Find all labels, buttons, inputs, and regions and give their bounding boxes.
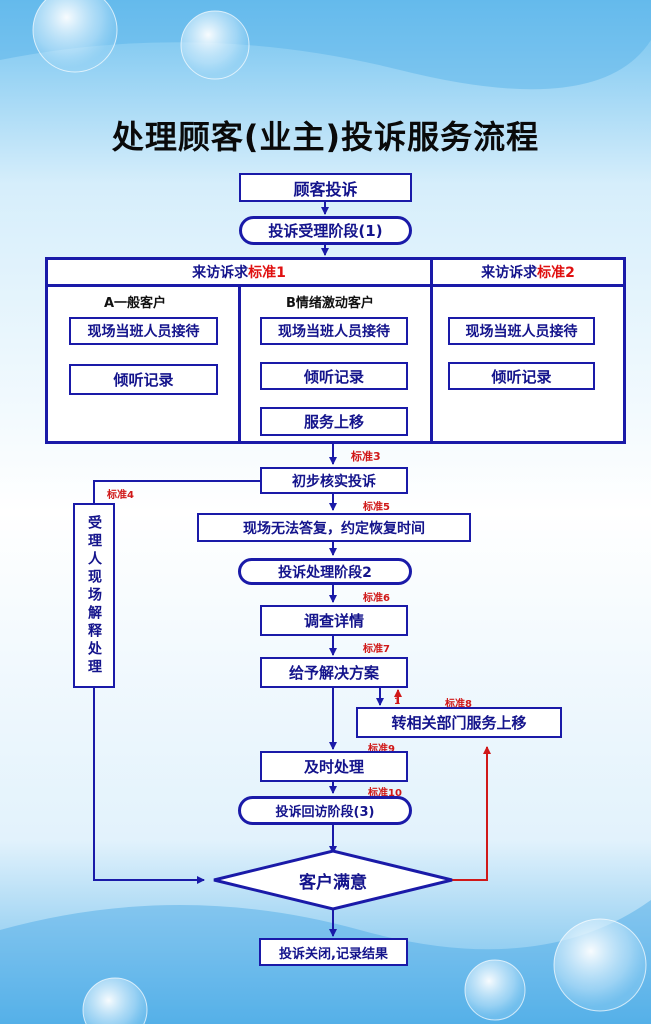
timely-handling: 及时处理 [260,751,408,782]
col-b-title: B情绪激动客户 [286,296,374,311]
onsite-handling: 受理人现场解释处理 [73,503,115,688]
header-left-text: 来访诉求 [192,265,249,281]
stage1-pill: 投诉受理阶段(1) [239,216,412,245]
page-title: 处理顾客(业主)投诉服务流程 [111,118,540,156]
header-right-text: 来访诉求 [481,265,538,281]
label-std6: 标准6 [363,593,390,604]
label-std8: 标准8 [445,699,472,710]
label-std5: 标准5 [363,502,390,513]
header-right: 来访诉求标准2 [433,260,623,284]
table-divider-v1 [430,257,433,444]
label-one: 1 [394,697,401,707]
cannot-answer-box: 现场无法答复，约定恢复时间 [197,513,471,542]
table-divider-v2 [238,286,241,444]
label-std10: 标准10 [368,788,402,799]
customer-satisfied-label: 客户满意 [299,872,367,893]
satisfaction-decision [213,849,453,911]
escalate-b: 服务上移 [260,407,408,436]
label-std3: 标准3 [351,450,381,463]
customer-complaint-box: 顾客投诉 [239,173,412,202]
connector-onsite [93,688,205,884]
listen-record-a: 倾听记录 [69,364,218,395]
connector-std4 [93,480,260,503]
header-left: 来访诉求标准1 [48,260,430,284]
listen-record-b: 倾听记录 [260,362,408,390]
investigate-box: 调查详情 [260,605,408,636]
reception-b: 现场当班人员接待 [260,317,408,345]
close-record-box: 投诉关闭,记录结果 [259,938,408,966]
bubble-decoration [32,0,647,1024]
label-std9: 标准9 [368,744,395,755]
solution-box: 给予解决方案 [260,657,408,688]
transfer-department: 转相关部门服务上移 [356,707,562,738]
header-right-std: 标准2 [537,265,575,281]
connector-unsatisfied [452,746,491,881]
col-a-title: A一般客户 [104,296,167,311]
label-std7: 标准7 [363,644,390,655]
verify-complaint: 初步核实投诉 [260,467,408,494]
reception-a: 现场当班人员接待 [69,317,218,345]
reception-std2: 现场当班人员接待 [448,317,595,345]
listen-record-std2: 倾听记录 [448,362,595,390]
header-left-std: 标准1 [248,265,286,281]
table-divider-h [45,284,626,287]
stage2-pill: 投诉处理阶段2 [238,558,412,585]
label-std4: 标准4 [107,490,134,501]
stage3-pill: 投诉回访阶段(3) [238,796,412,825]
